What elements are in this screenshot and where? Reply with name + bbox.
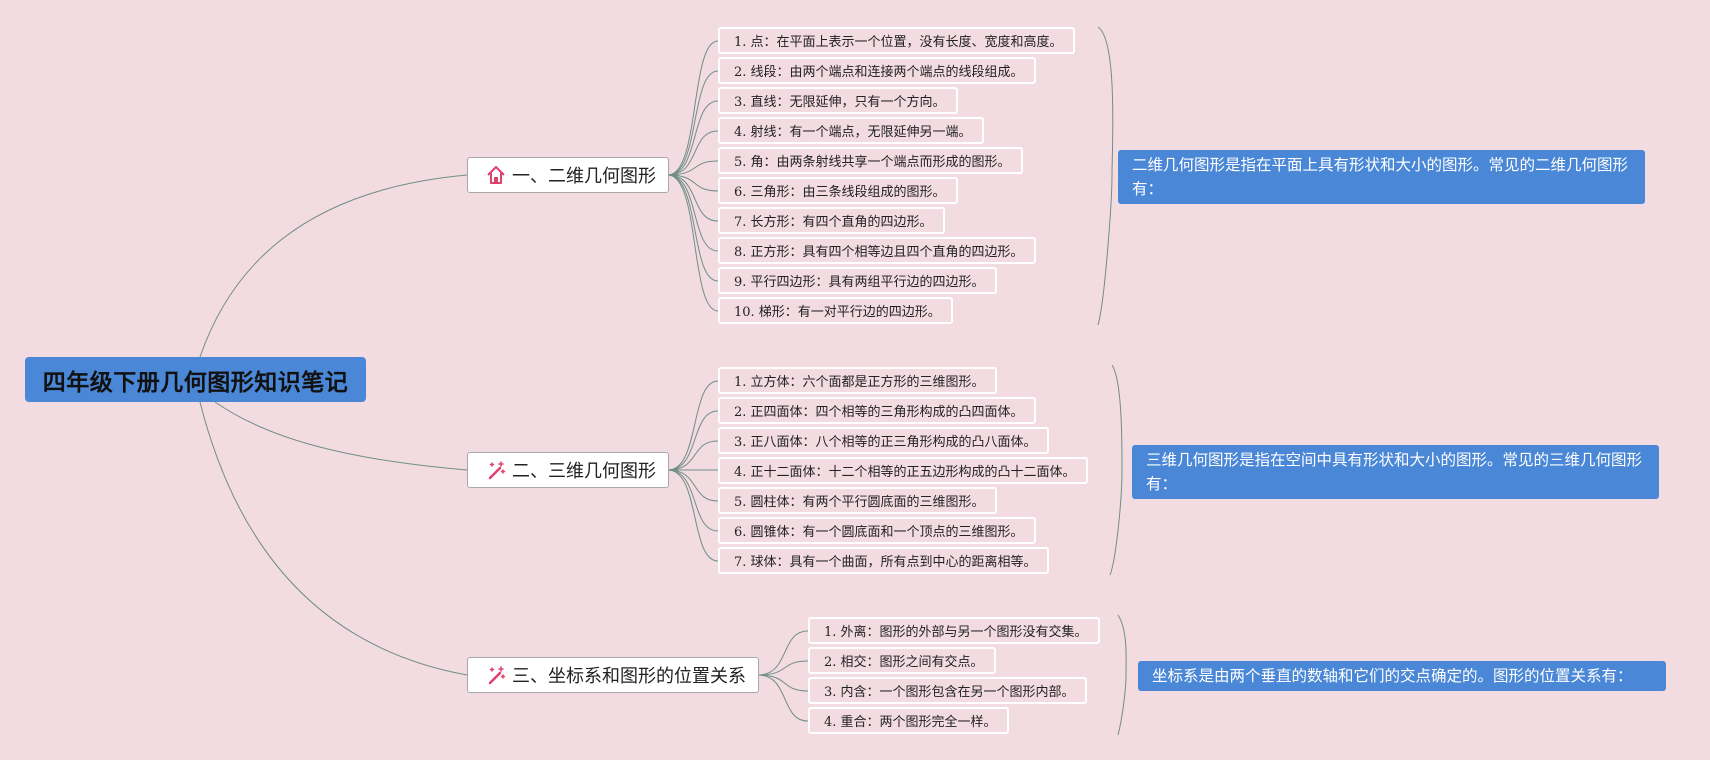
root-title: 四年级下册几何图形知识笔记 [42,369,349,396]
leaf-item[interactable]: 4. 正十二面体：十二个相等的正五边形构成的凸十二面体。 [718,457,1088,484]
summary-text: 二维几何图形是指在平面上具有形状和大小的图形。常见的二维几何图形有： [1132,156,1629,198]
branch-title: 一、二维几何图形 [512,166,656,187]
leaf-text: 2. 正四面体：四个相等的三角形构成的凸四面体。 [734,405,1024,420]
connector-root-branch-1 [199,174,468,358]
leaf-text: 10. 梯形：有一对平行边的四边形。 [734,305,941,320]
summary-text: 三维几何图形是指在空间中具有形状和大小的图形。常见的三维几何图形有： [1146,451,1643,493]
leaf-text: 8. 正方形：具有四个相等边且四个直角的四边形。 [734,245,1024,260]
leaf-text: 2. 线段：由两个端点和连接两个端点的线段组成。 [734,65,1024,80]
leaf-item[interactable]: 1. 外离：图形的外部与另一个图形没有交集。 [808,617,1100,644]
summary-brace-3 [1117,614,1127,736]
leaf-item[interactable]: 5. 圆柱体：有两个平行圆底面的三维图形。 [718,487,997,514]
leaf-text: 7. 长方形：有四个直角的四边形。 [734,215,933,230]
leaf-text: 1. 外离：图形的外部与另一个图形没有交集。 [824,625,1088,640]
leaf-item[interactable]: 1. 立方体：六个面都是正方形的三维图形。 [718,367,997,394]
leaf-text: 5. 圆柱体：有两个平行圆底面的三维图形。 [734,495,985,510]
leaf-text: 1. 点：在平面上表示一个位置，没有长度、宽度和高度。 [734,35,1063,50]
summary-brace-1 [1097,26,1114,326]
leaf-item[interactable]: 2. 线段：由两个端点和连接两个端点的线段组成。 [718,57,1036,84]
leaf-item[interactable]: 7. 球体：具有一个曲面，所有点到中心的距离相等。 [718,547,1049,574]
branch-coordinate-system[interactable]: 三、坐标系和图形的位置关系 [467,657,759,693]
leaf-item[interactable]: 7. 长方形：有四个直角的四边形。 [718,207,945,234]
summary-coordinate-system[interactable]: 坐标系是由两个垂直的数轴和它们的交点确定的。图形的位置关系有： [1138,661,1666,691]
leaf-text: 5. 角：由两条射线共享一个端点而形成的图形。 [734,155,1011,170]
leaf-text: 4. 正十二面体：十二个相等的正五边形构成的凸十二面体。 [734,465,1076,480]
leaf-item[interactable]: 5. 角：由两条射线共享一个端点而形成的图形。 [718,147,1023,174]
leaf-text: 6. 圆锥体：有一个圆底面和一个顶点的三维图形。 [734,525,1024,540]
branch-title: 二、三维几何图形 [512,461,656,482]
leaf-text: 3. 直线：无限延伸，只有一个方向。 [734,95,946,110]
leaf-item[interactable]: 10. 梯形：有一对平行边的四边形。 [718,297,953,324]
leaf-item[interactable]: 3. 正八面体：八个相等的正三角形构成的凸八面体。 [718,427,1049,454]
leaf-text: 1. 立方体：六个面都是正方形的三维图形。 [734,375,985,390]
root-topic[interactable]: 四年级下册几何图形知识笔记 [25,357,366,402]
leaf-text: 3. 正八面体：八个相等的正三角形构成的凸八面体。 [734,435,1037,450]
connector-root-branch-2 [214,401,468,471]
leaf-item[interactable]: 2. 相交：图形之间有交点。 [808,647,996,674]
leaf-item[interactable]: 3. 直线：无限延伸，只有一个方向。 [718,87,958,114]
summary-3d-geometry[interactable]: 三维几何图形是指在空间中具有形状和大小的图形。常见的三维几何图形有： [1132,445,1659,499]
home-icon [486,165,506,185]
leaf-item[interactable]: 3. 内含：一个图形包含在另一个图形内部。 [808,677,1087,704]
magic-wand-icon [486,460,506,480]
magic-wand-icon [486,665,506,685]
leaf-text: 3. 内含：一个图形包含在另一个图形内部。 [824,685,1075,700]
branch-title: 三、坐标系和图形的位置关系 [512,666,746,687]
leaf-item[interactable]: 6. 圆锥体：有一个圆底面和一个顶点的三维图形。 [718,517,1036,544]
leaf-text: 4. 重合：两个图形完全一样。 [824,715,997,730]
branch-3d-geometry[interactable]: 二、三维几何图形 [467,452,669,488]
leaf-item[interactable]: 4. 射线：有一个端点，无限延伸另一端。 [718,117,984,144]
leaf-item[interactable]: 4. 重合：两个图形完全一样。 [808,707,1009,734]
summary-text: 坐标系是由两个垂直的数轴和它们的交点确定的。图形的位置关系有： [1152,667,1633,685]
summary-2d-geometry[interactable]: 二维几何图形是指在平面上具有形状和大小的图形。常见的二维几何图形有： [1118,150,1645,204]
leaf-item[interactable]: 6. 三角形：由三条线段组成的图形。 [718,177,958,204]
leaf-text: 4. 射线：有一个端点，无限延伸另一端。 [734,125,972,140]
leaf-text: 2. 相交：图形之间有交点。 [824,655,984,670]
branch-2d-geometry[interactable]: 一、二维几何图形 [467,157,669,193]
connector-root-branch-3 [199,401,468,676]
leaf-item[interactable]: 8. 正方形：具有四个相等边且四个直角的四边形。 [718,237,1036,264]
leaf-text: 7. 球体：具有一个曲面，所有点到中心的距离相等。 [734,555,1037,570]
summary-brace-2 [1109,364,1123,576]
leaf-text: 9. 平行四边形：具有两组平行边的四边形。 [734,275,985,290]
leaf-item[interactable]: 1. 点：在平面上表示一个位置，没有长度、宽度和高度。 [718,27,1075,54]
leaf-item[interactable]: 2. 正四面体：四个相等的三角形构成的凸四面体。 [718,397,1036,424]
leaf-item[interactable]: 9. 平行四边形：具有两组平行边的四边形。 [718,267,997,294]
leaf-text: 6. 三角形：由三条线段组成的图形。 [734,185,946,200]
